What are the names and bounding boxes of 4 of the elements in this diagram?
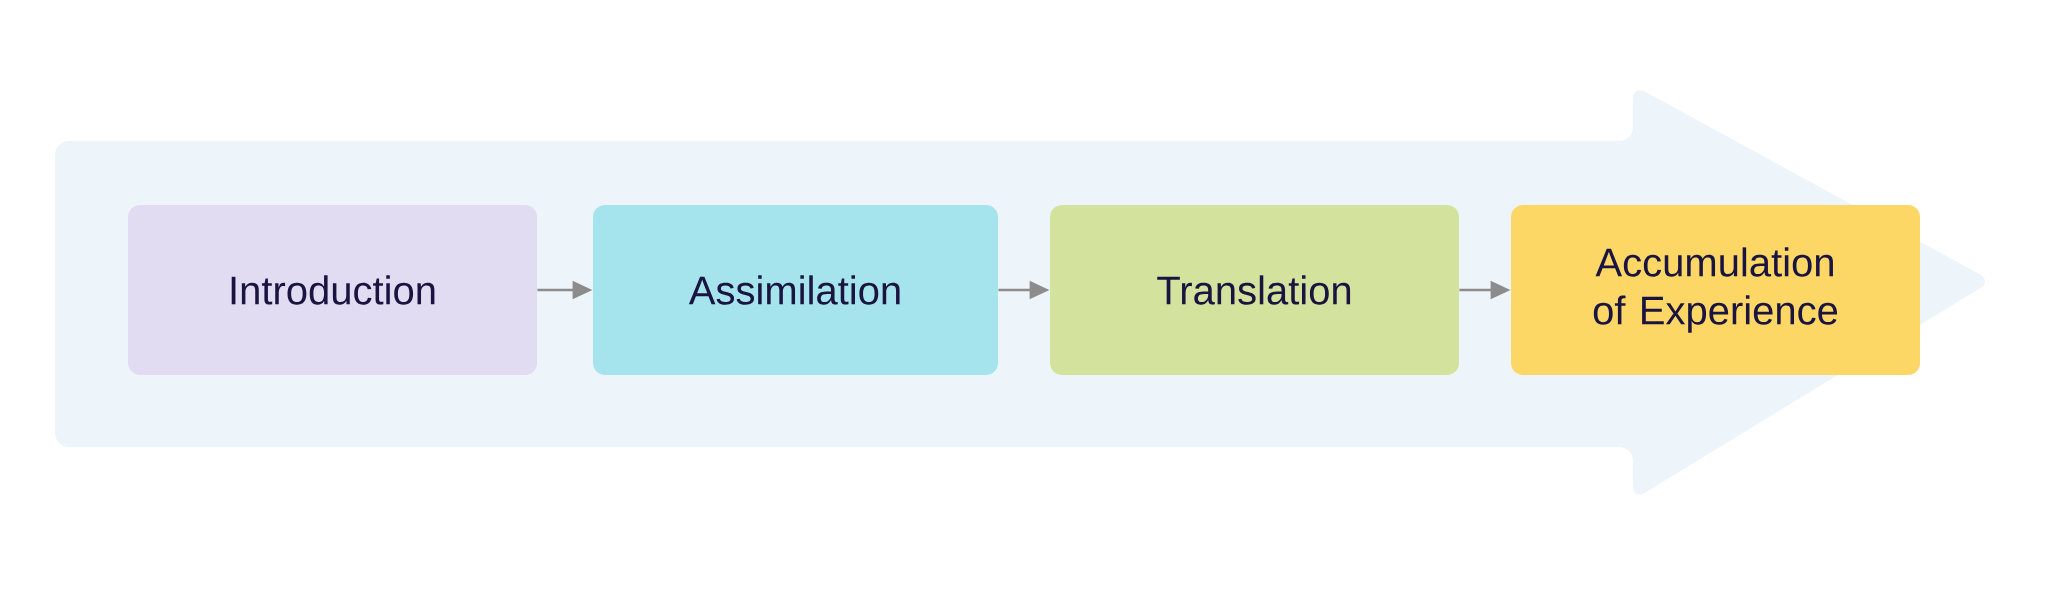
process-box: Translation	[1050, 205, 1460, 375]
process-box: Introduction	[128, 205, 537, 375]
process-box: Assimilation	[593, 205, 998, 375]
process-box: Accumulation of Experience	[1511, 205, 1921, 375]
